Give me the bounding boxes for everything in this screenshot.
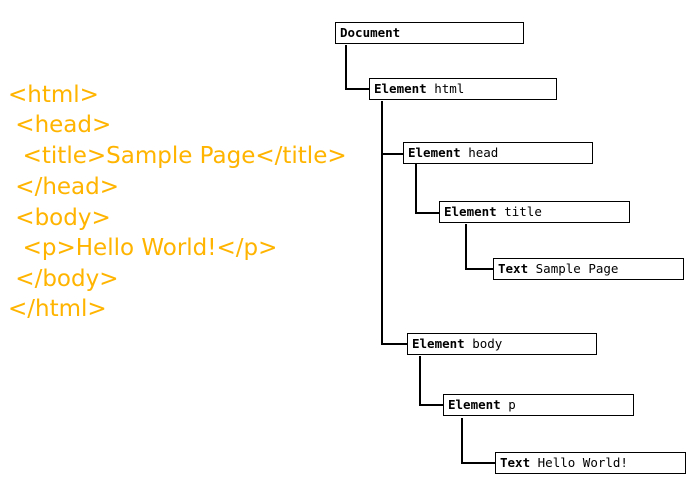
node-element-body: Element body xyxy=(407,333,597,355)
connector-title-horizontal xyxy=(415,212,439,214)
connector-body-horizontal xyxy=(381,343,407,345)
connector-p-horizontal xyxy=(419,404,443,406)
node-type-label: Text xyxy=(498,261,529,276)
node-name-label: title xyxy=(504,204,542,219)
node-type-label: Text xyxy=(500,455,531,470)
node-name-label: Sample Page xyxy=(535,261,619,276)
connector-body-vertical xyxy=(419,356,421,406)
code-line-head-open: <head> xyxy=(8,112,112,138)
connector-p-text-horizontal xyxy=(461,462,495,464)
node-type-label: Element xyxy=(412,336,465,351)
code-line-head-close: </head> xyxy=(8,174,120,200)
code-line-html-close: </html> xyxy=(8,296,107,322)
connector-head-horizontal xyxy=(381,153,403,155)
node-name-label: Hello World! xyxy=(537,455,628,470)
code-line-paragraph: <p>Hello World!</p> xyxy=(8,235,278,261)
code-line-title: <title>Sample Page</title> xyxy=(8,143,347,169)
connector-title-vertical xyxy=(465,224,467,270)
connector-title-text-horizontal xyxy=(465,268,493,270)
node-text-hello-world: Text Hello World! xyxy=(495,452,686,474)
node-type-label: Document xyxy=(340,25,401,40)
connector-html-horizontal xyxy=(345,88,369,90)
node-name-label: html xyxy=(434,81,465,96)
node-name-label: body xyxy=(472,336,503,351)
node-name-label: head xyxy=(468,145,499,160)
node-element-title: Element title xyxy=(439,201,630,223)
node-element-p: Element p xyxy=(443,394,634,416)
node-text-sample-page: Text Sample Page xyxy=(493,258,684,280)
connector-html-vertical xyxy=(381,101,383,345)
code-line-body-close: </body> xyxy=(8,266,119,292)
node-type-label: Element xyxy=(408,145,461,160)
code-line-body-open: <body> xyxy=(8,205,111,231)
connector-document-vertical xyxy=(345,45,347,89)
node-type-label: Element xyxy=(444,204,497,219)
code-line-html-open: <html> xyxy=(8,82,99,108)
node-name-label: p xyxy=(508,397,516,412)
node-type-label: Element xyxy=(448,397,501,412)
node-document: Document xyxy=(335,22,524,44)
connector-head-vertical xyxy=(415,164,417,214)
connector-p-vertical xyxy=(461,418,463,464)
node-element-html: Element html xyxy=(369,78,557,100)
node-element-head: Element head xyxy=(403,142,593,164)
node-type-label: Element xyxy=(374,81,427,96)
